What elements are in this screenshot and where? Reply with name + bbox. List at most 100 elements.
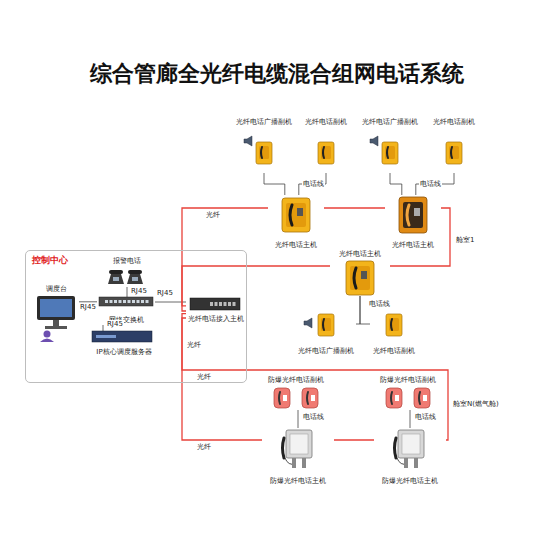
fiber-cable <box>334 439 374 440</box>
phone-line <box>390 173 402 195</box>
device-label: IP核心调度服务器 <box>96 348 151 357</box>
speaker-symbol <box>244 136 252 146</box>
ghost-icon <box>283 430 313 468</box>
phone-line <box>410 410 411 428</box>
keypad <box>423 395 427 401</box>
edge-label: 电话线 <box>419 180 442 189</box>
display <box>132 277 138 281</box>
speaker-symbol <box>370 136 378 146</box>
server-icon <box>92 331 152 342</box>
rbox-icon <box>386 388 402 408</box>
handset <box>109 270 123 274</box>
bhost-icon <box>399 197 427 233</box>
edge-label: 电话线 <box>414 413 437 422</box>
device-label: 报警电话 <box>113 257 141 266</box>
host-recess <box>286 203 306 227</box>
spk-icon <box>370 136 378 146</box>
port <box>137 300 140 303</box>
phone-box <box>318 142 334 164</box>
aphone-icon <box>127 270 143 284</box>
handset <box>283 438 285 458</box>
phone-recess <box>385 146 395 159</box>
handset <box>261 147 262 158</box>
handset <box>407 205 409 225</box>
cabin-label: 舱室N(燃气舱) <box>452 400 500 409</box>
panel-title: 控制中心 <box>32 255 68 266</box>
server-body <box>92 331 152 342</box>
phone-line <box>127 287 128 297</box>
explosion-proof-sub-phone: 防爆光纤电话副机 <box>264 376 328 410</box>
phone-box <box>256 142 272 164</box>
phone-base <box>127 274 143 284</box>
control-panel: 控制中心调度台报警电话网络交换机IP核心调度服务器光纤电话接入主机 <box>25 250 247 383</box>
device-label: 光纤电话副机 <box>433 118 475 127</box>
handset <box>290 205 292 225</box>
phone-line <box>264 173 285 195</box>
host-door <box>290 434 308 454</box>
phone-line <box>299 173 326 195</box>
operator-body <box>40 339 54 343</box>
fiber-cable <box>324 207 385 208</box>
fiber-cable <box>182 314 262 440</box>
screen <box>40 299 72 317</box>
fiber-cable <box>182 208 268 306</box>
dispatch-server: IP核心调度服务器 <box>89 331 159 357</box>
device-label: 光纤电话副机 <box>373 347 415 356</box>
keypad <box>283 395 287 401</box>
keypad <box>395 395 399 401</box>
host-box <box>398 430 424 458</box>
gland <box>404 458 408 468</box>
handset <box>307 392 308 404</box>
phone-recess <box>449 146 459 159</box>
device-label: 光纤电话主机 <box>275 241 317 250</box>
phone-box <box>382 142 398 164</box>
device-label: 防爆光纤电话主机 <box>270 477 326 486</box>
fiber-access-host: 光纤电话接入主机 <box>186 298 246 324</box>
device-label: 防爆光纤电话副机 <box>268 376 324 385</box>
phone-recess <box>389 318 399 331</box>
yhost-icon <box>282 198 310 232</box>
keypad <box>361 271 367 279</box>
keypad <box>297 208 303 216</box>
rbox-icon <box>302 388 318 408</box>
port <box>128 300 131 303</box>
edge-label: 电话线 <box>368 300 391 309</box>
edge-label: 光纤 <box>205 211 221 220</box>
ybox-icon <box>386 314 402 336</box>
base <box>45 326 67 329</box>
handset <box>391 319 392 330</box>
console-icon <box>37 296 75 342</box>
rbox-icon <box>274 388 290 408</box>
switch-icon <box>99 297 153 306</box>
port <box>215 302 218 306</box>
edge-label: RJ45 <box>130 287 148 296</box>
gland <box>414 458 418 468</box>
phone-box <box>414 388 430 408</box>
port <box>141 300 144 303</box>
broadcast-sub-phone: 光纤电话广播副机 <box>296 312 356 356</box>
host-box <box>399 197 427 233</box>
access-body <box>190 298 240 310</box>
explosion-proof-host: 防爆光纤电话主机 <box>374 428 446 486</box>
broadcast-sub-phone: 光纤电话广播副机 <box>360 118 420 173</box>
device-label: 光纤电话副机 <box>305 118 347 127</box>
ybox-icon <box>318 314 334 336</box>
device-label: 防爆光纤电话主机 <box>382 477 438 486</box>
port <box>110 300 113 303</box>
handset <box>354 268 356 288</box>
cabin-label: 舱室1 <box>455 236 475 245</box>
explosion-proof-sub-phone: 防爆光纤电话副机 <box>376 376 440 410</box>
broadcast-sub-phone: 光纤电话广播副机 <box>234 118 294 173</box>
stand <box>53 320 59 326</box>
edge-label: RJ45 <box>106 320 124 329</box>
phone-box <box>318 314 334 336</box>
ghost-icon <box>395 430 425 468</box>
port <box>228 302 231 306</box>
phone-line <box>298 410 299 428</box>
aphone-icon <box>108 270 124 284</box>
port <box>123 300 126 303</box>
port <box>219 302 222 306</box>
ybox-icon <box>256 142 272 164</box>
fiber-phone-host: 光纤电话主机 <box>330 250 390 296</box>
